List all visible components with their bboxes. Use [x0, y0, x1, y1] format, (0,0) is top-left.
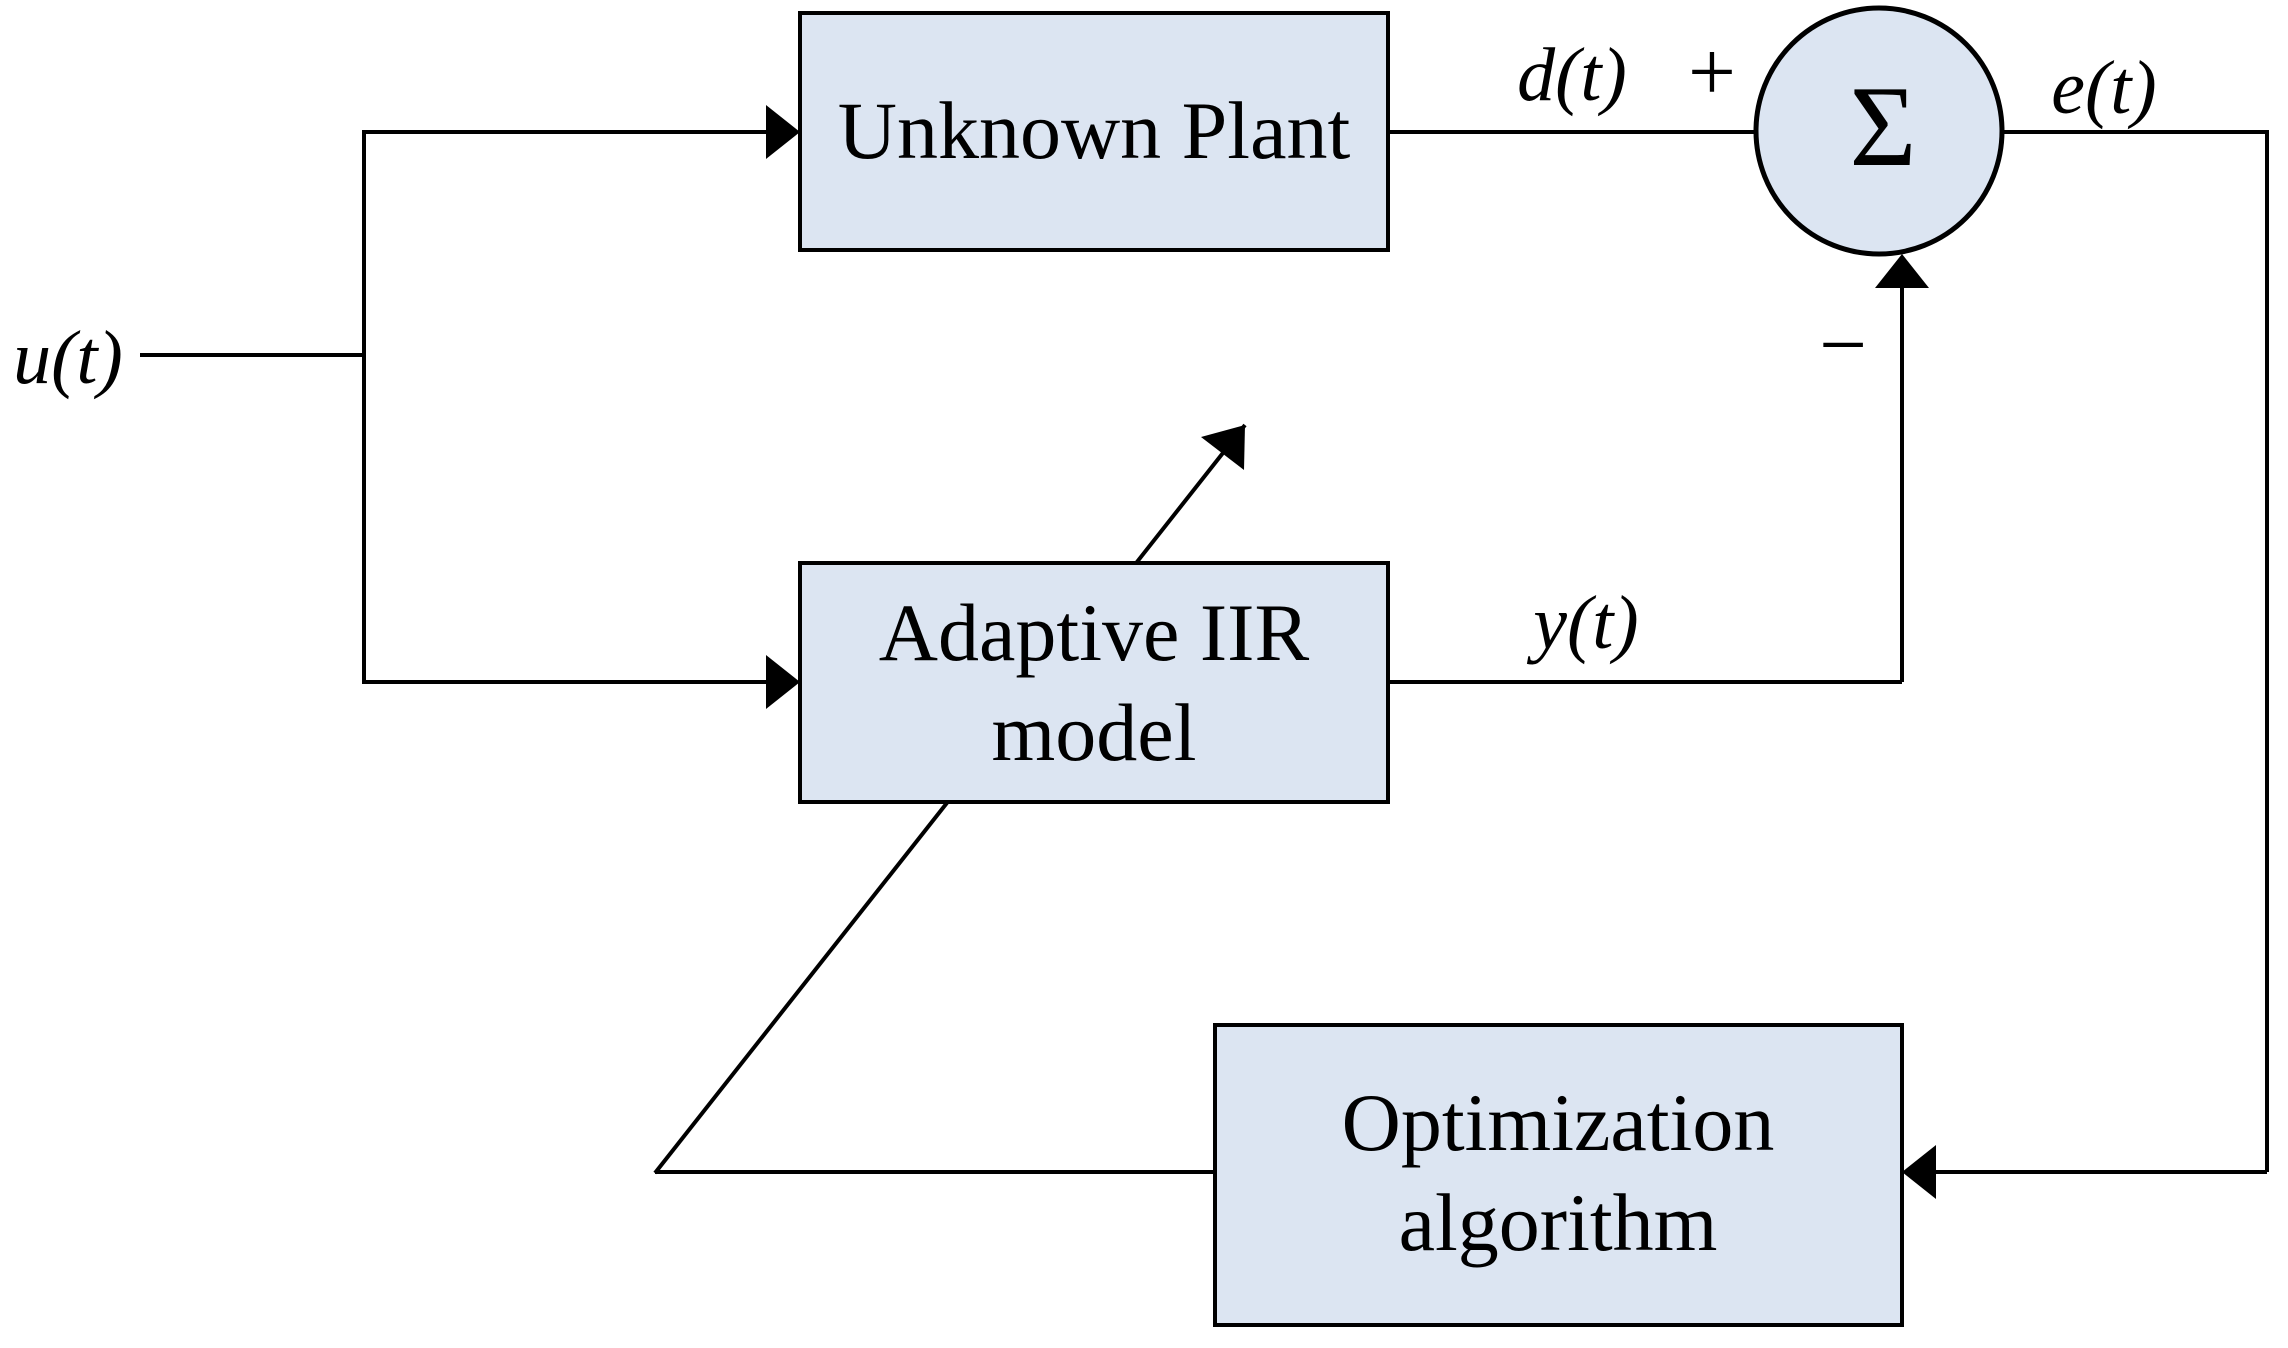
arrow-into-adaptive-model-icon — [766, 655, 800, 709]
arrow-into-summer-icon — [1875, 254, 1929, 288]
optimization-algorithm-box — [1213, 1023, 1904, 1327]
arrow-adaptation-tip-icon — [1201, 425, 1245, 470]
error-signal-label: e(t) — [2051, 46, 2156, 130]
summing-junction — [1753, 5, 2005, 257]
desired-signal-label: d(t) — [1517, 33, 1627, 117]
minus-sign: − — [1819, 298, 1867, 392]
optimization-label-line2: algorithm — [1399, 1177, 1718, 1268]
adaptive-iir-label-line2: model — [992, 687, 1197, 778]
sigma-symbol: Σ — [1850, 63, 1917, 190]
arrow-into-optimizer-icon — [1902, 1145, 1936, 1199]
arrow-into-unknown-plant-icon — [766, 105, 800, 159]
unknown-plant-box — [798, 11, 1390, 252]
adaptive-iir-model-box — [798, 561, 1390, 804]
optimization-label-line1: Optimization — [1342, 1077, 1775, 1168]
input-signal-label: u(t) — [13, 316, 123, 400]
unknown-plant-label: Unknown Plant — [838, 85, 1351, 176]
plus-sign: + — [1688, 25, 1736, 119]
adaptive-iir-label-line1: Adaptive IIR — [879, 587, 1310, 678]
model-output-signal-label: y(t) — [1526, 581, 1638, 665]
